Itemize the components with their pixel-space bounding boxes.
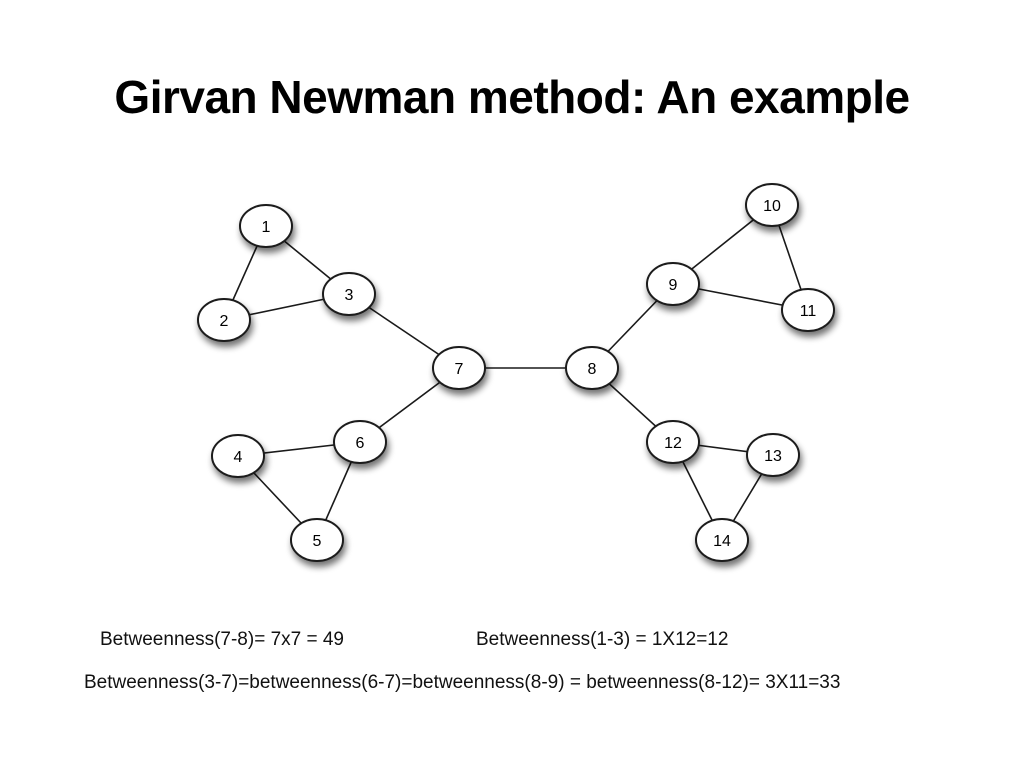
node-4: 4 [211,434,265,478]
node-circle-11 [781,288,835,332]
node-2: 2 [197,298,251,342]
caption-betweenness-bridges: Betweenness(3-7)=betweenness(6-7)=betwee… [84,672,841,693]
node-label-2: 2 [220,313,229,330]
node-label-14: 14 [713,533,731,550]
node-circle-10 [745,183,799,227]
node-13: 13 [746,433,800,477]
node-label-12: 12 [664,435,682,452]
caption-betweenness-7-8: Betweenness(7-8)= 7x7 = 49 [100,629,344,650]
node-label-7: 7 [455,361,464,378]
node-circle-9 [646,262,700,306]
node-label-4: 4 [234,449,243,466]
node-9: 9 [646,262,700,306]
node-label-5: 5 [313,533,322,550]
node-label-3: 3 [345,287,354,304]
node-circle-3 [322,272,376,316]
edges-layer [223,204,809,541]
node-8: 8 [565,346,619,390]
node-circle-4 [211,434,265,478]
node-label-13: 13 [764,448,782,465]
node-14: 14 [695,518,749,562]
node-1: 1 [239,204,293,248]
node-3: 3 [322,272,376,316]
node-circle-5 [290,518,344,562]
node-7: 7 [432,346,486,390]
node-10: 10 [745,183,799,227]
node-circle-12 [646,420,700,464]
node-label-6: 6 [356,435,365,452]
node-5: 5 [290,518,344,562]
node-label-10: 10 [763,198,781,215]
caption-betweenness-1-3: Betweenness(1-3) = 1X12=12 [476,629,729,650]
node-label-8: 8 [588,361,597,378]
node-circle-2 [197,298,251,342]
node-circle-8 [565,346,619,390]
node-label-1: 1 [262,219,271,236]
node-6: 6 [333,420,387,464]
node-circle-13 [746,433,800,477]
node-circle-6 [333,420,387,464]
node-circle-14 [695,518,749,562]
node-circle-7 [432,346,486,390]
slide-title: Girvan Newman method: An example [114,71,910,123]
node-11: 11 [781,288,835,332]
node-12: 12 [646,420,700,464]
node-circle-1 [239,204,293,248]
node-label-9: 9 [669,277,678,294]
node-label-11: 11 [800,303,817,320]
